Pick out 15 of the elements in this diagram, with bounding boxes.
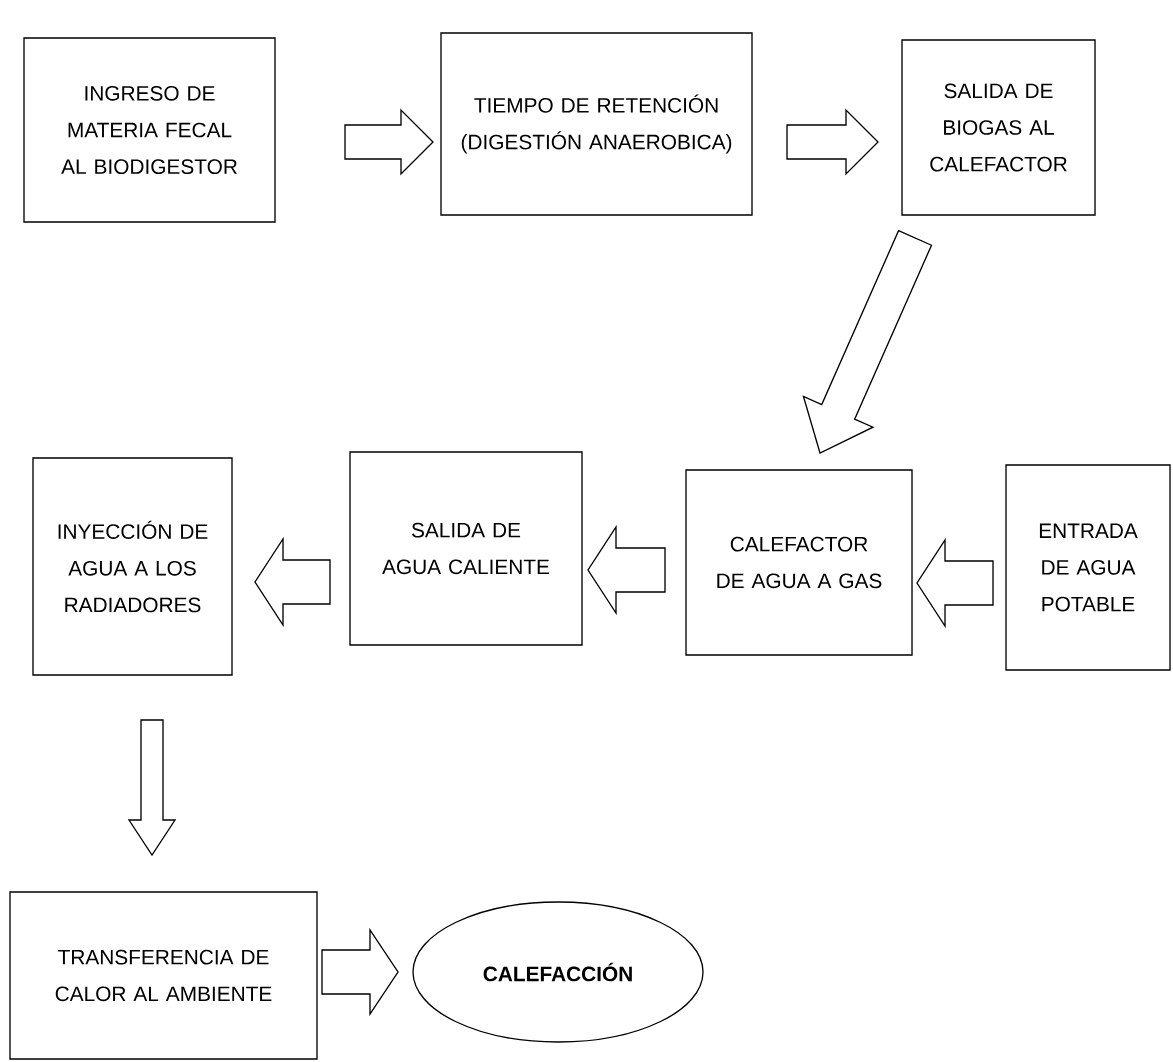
block-arrow (786, 108, 879, 176)
block-arrow (321, 927, 399, 1017)
process-box: TIEMPO DE RETENCIÓN (DIGESTIÓN ANAEROBICA) (440, 32, 753, 216)
process-box: INGRESO DE MATERIA FECAL AL BIODIGESTOR (23, 37, 276, 223)
block-arrow (254, 536, 331, 628)
process-box: CALEFACTOR DE AGUA A GAS (685, 469, 913, 656)
block-arrow (344, 108, 434, 176)
process-box: TRANSFERENCIA DE CALOR AL AMBIENTE (9, 891, 318, 1060)
process-box: SALIDA DE BIOGAS AL CALEFACTOR (901, 39, 1096, 216)
process-box: ENTRADA DE AGUA POTABLE (1005, 464, 1171, 671)
block-arrow (587, 524, 666, 616)
process-box: INYECCIÓN DE AGUA A LOS RADIADORES (32, 457, 233, 676)
block-arrow (127, 719, 177, 857)
block-arrow (916, 537, 994, 629)
process-box: SALIDA DE AGUA CALIENTE (349, 451, 583, 646)
